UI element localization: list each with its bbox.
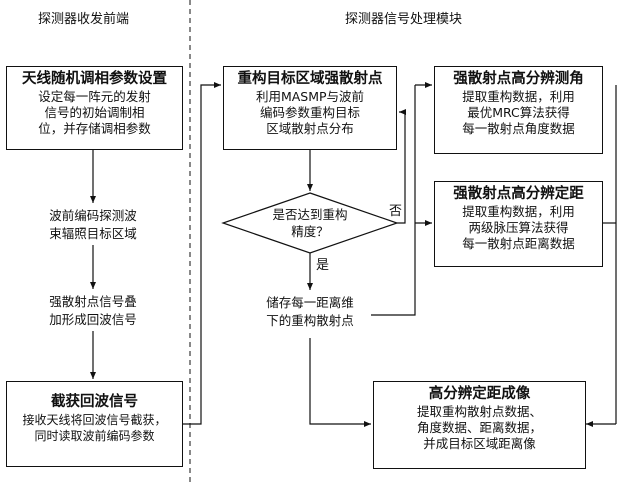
box-random-phase-setup: 天线随机调相参数设置 设定每一阵元的发射 信号的初始调制相 位，并存储调相参数 — [6, 66, 183, 150]
step-line: 波前编码探测波 — [49, 208, 137, 223]
box-line: 信号的初始调制相 — [44, 105, 145, 120]
header-frontend: 探测器收发前端 — [38, 12, 130, 27]
box-line: 角度数据、距离数据， — [416, 420, 542, 435]
box-line: 提取重构数据，利用 — [462, 89, 575, 104]
step-line: 强散射点信号叠 — [49, 294, 137, 309]
box-line: 提取重构散射点数据、 — [416, 404, 542, 419]
step-echo: 强散射点信号叠 加形成回波信号 — [28, 293, 158, 329]
box-line: 编码参数重构目标 — [259, 105, 360, 120]
step-line: 下的重构散射点 — [266, 313, 354, 328]
box-line: 最优MRC算法获得 — [467, 105, 570, 120]
box-line: 设定每一阵元的发射 — [38, 89, 151, 104]
box-line: 利用MASMP与波前 — [255, 89, 365, 104]
step-line: 加形成回波信号 — [49, 312, 137, 327]
box-line: 两级脉压算法获得 — [468, 220, 569, 235]
box-line: 每一散射点距离数据 — [462, 236, 575, 251]
step-line: 储存每一距离维 — [266, 295, 354, 310]
decision-line: 精度？ — [291, 224, 329, 239]
decision-line: 是否达到重构 — [272, 207, 348, 222]
box-line: 区域散射点分布 — [266, 121, 354, 136]
box-reconstruct-scatterers: 重构目标区域强散射点 利用MASMP与波前 编码参数重构目标 区域散射点分布 — [223, 66, 397, 150]
box-title: 天线随机调相参数设置 — [22, 71, 167, 87]
box-title: 强散射点高分辨测角 — [453, 71, 584, 87]
box-line: 并成目标区域距离像 — [423, 436, 536, 451]
box-line: 每一散射点角度数据 — [462, 121, 575, 136]
connector-store-to-branches — [371, 85, 416, 316]
label-yes: 是 — [316, 258, 330, 273]
box-title: 高分辨定距成像 — [428, 386, 531, 402]
step-illuminate: 波前编码探测波 束辐照目标区域 — [28, 207, 158, 243]
box-angle-measurement: 强散射点高分辨测角 提取重构数据，利用 最优MRC算法获得 每一散射点角度数据 — [434, 66, 603, 154]
box-title: 强散射点高分辨定距 — [453, 186, 584, 202]
label-no: 否 — [389, 204, 403, 219]
box-line: 同时读取波前编码参数 — [34, 429, 155, 443]
box-range-imaging: 高分辨定距成像 提取重构散射点数据、 角度数据、距离数据， 并成目标区域距离像 — [373, 381, 586, 469]
arrow-capture-to-reconstruct — [183, 82, 221, 425]
box-line: 接收天线将回波信号截获， — [22, 413, 167, 427]
box-title: 重构目标区域强散射点 — [237, 71, 383, 87]
arrow-decision-no-loop — [397, 109, 406, 224]
box-title: 截获回波信号 — [51, 394, 138, 410]
arrow-store-to-image — [309, 338, 371, 427]
step-store-scatterers: 储存每一距离维 下的重构散射点 — [248, 294, 372, 330]
box-line: 位，并存储调相参数 — [38, 121, 151, 136]
step-line: 束辐照目标区域 — [49, 226, 137, 241]
decision-text: 是否达到重构 精度？ — [250, 206, 370, 240]
box-range-measurement: 强散射点高分辨定距 提取重构数据，利用 两级脉压算法获得 每一散射点距离数据 — [434, 181, 603, 267]
box-line: 提取重构数据，利用 — [462, 204, 575, 219]
header-signal-processing: 探测器信号处理模块 — [345, 12, 463, 27]
box-capture-echo: 截获回波信号 接收天线将回波信号截获， 同时读取波前编码参数 — [6, 381, 183, 467]
